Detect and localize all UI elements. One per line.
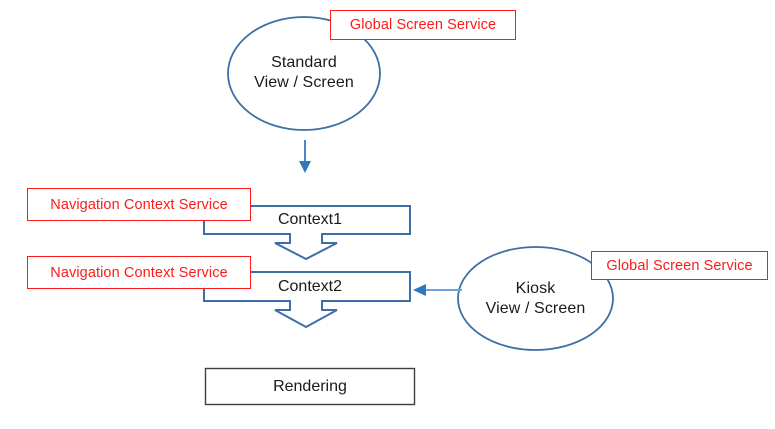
context1-block-arrow[interactable] [203, 205, 411, 261]
standard-to-context1-arrow [299, 140, 311, 173]
annotation-standard-global-screen-service-text: Global Screen Service [349, 17, 497, 33]
context2-block-arrow[interactable] [203, 271, 411, 329]
rendering-box[interactable] [204, 367, 416, 406]
kiosk-to-context2-arrow [413, 284, 462, 296]
annotation-context2-navigation-context-service[interactable]: Navigation Context Service [27, 256, 251, 289]
annotation-standard-global-screen-service[interactable]: Global Screen Service [330, 10, 516, 40]
annotation-context1-navigation-context-service[interactable]: Navigation Context Service [27, 188, 251, 221]
kiosk-view-ellipse[interactable] [457, 246, 614, 351]
annotation-context1-navigation-context-service-text: Navigation Context Service [50, 196, 228, 213]
annotation-kiosk-global-screen-service[interactable]: Global Screen Service [591, 251, 768, 280]
annotation-kiosk-global-screen-service-text: Global Screen Service [606, 257, 753, 274]
standard-view-ellipse[interactable] [227, 16, 381, 131]
annotation-context2-navigation-context-service-text: Navigation Context Service [50, 264, 228, 281]
